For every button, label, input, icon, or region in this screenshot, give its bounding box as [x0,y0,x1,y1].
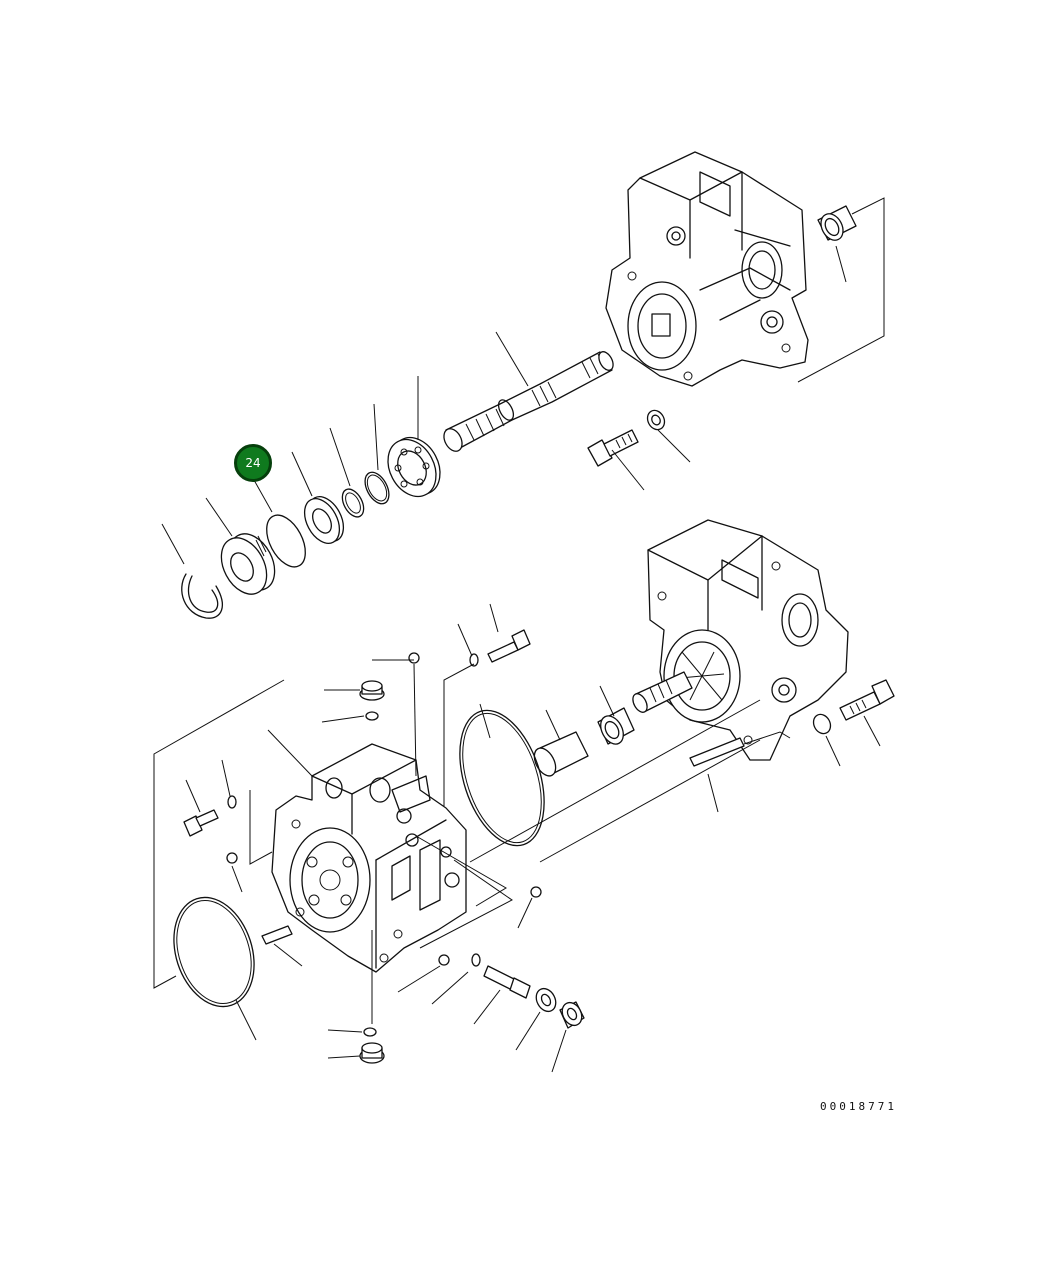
washer-upper [646,409,666,431]
leader-lines-lower-left [185,659,567,1073]
sleeve [533,731,589,777]
screw-bottom [438,954,450,966]
dowel-pin-right [689,737,745,767]
bolt-lower-right [839,679,895,721]
o-ring-small-bottom [471,953,481,967]
leader-lines-upper [161,331,691,565]
screw-right [530,886,542,898]
washer-bottom [535,987,557,1013]
bushing-lower [597,707,635,745]
lower-pump-housing [647,519,849,761]
drawing-id-label: 00018771 [820,1100,897,1113]
retaining-ring [181,573,223,619]
snap-ring-b [341,488,365,518]
plug-top [359,680,385,701]
screw-top [408,652,420,664]
callout-badge-24[interactable]: 24 [234,444,272,482]
spacer-ring [303,496,345,544]
o-ring-small-top [469,653,479,667]
snap-ring-a [364,471,390,505]
dowel-pin-left [261,925,293,945]
large-o-ring-left [173,896,255,1008]
relief-valve-bottom [483,965,531,999]
o-ring-plug-top [365,711,379,721]
drive-shaft [443,351,614,452]
ball-bearing [387,436,441,498]
nut-bottom [559,1001,585,1029]
leader-lines-lower-right [457,603,881,813]
lower-shaft-stub [632,671,693,713]
bushing-upper [817,205,857,241]
oil-seal [220,533,276,595]
plug-bottom [359,1042,385,1064]
group-bracket-upper [797,197,885,383]
screw-left [226,852,238,864]
large-o-ring-center [459,709,545,847]
relief-valve-left [183,809,219,837]
bolt-upper [587,429,639,467]
relief-valve-top [487,629,531,663]
valve-body [271,743,467,973]
o-ring-plug-bottom [363,1027,377,1037]
upper-pump-housing [605,151,809,387]
o-ring-24 [266,514,306,568]
o-ring-small-left [227,795,237,809]
washer-lower-right [812,713,832,735]
group-bracket-lower [153,679,761,989]
